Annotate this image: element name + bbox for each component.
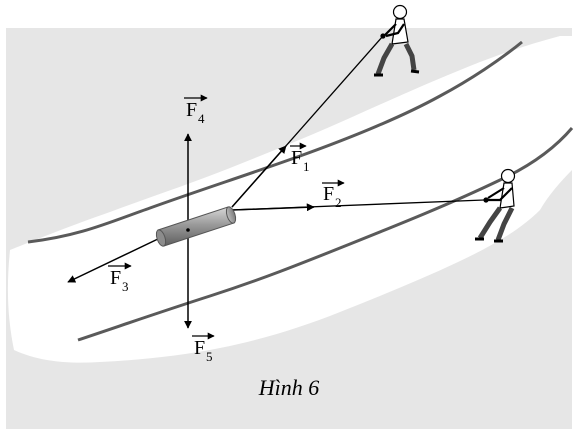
right-person-figure [475, 168, 516, 243]
label-f4-subscript: 4 [198, 111, 205, 126]
label-f3-letter: F [110, 267, 121, 289]
label-f3-subscript: 3 [122, 279, 129, 294]
lower-riverbank [77, 127, 574, 342]
log [155, 206, 237, 247]
label-f5-letter: F [194, 337, 205, 359]
label-f1: F 1 [290, 142, 310, 174]
upper-riverbank [27, 40, 523, 244]
label-f1-subscript: 1 [303, 159, 310, 174]
label-f2-subscript: 2 [335, 195, 342, 210]
figure-caption: Hình 6 [258, 375, 320, 400]
force-arrow-f1 [231, 145, 287, 208]
label-f4: F 4 [184, 94, 208, 126]
river-area [7, 36, 573, 363]
label-f2: F 2 [322, 179, 345, 210]
force-arrow-f3 [67, 237, 161, 283]
label-f2-letter: F [323, 183, 334, 205]
label-f1-letter: F [291, 147, 302, 169]
label-f3: F 3 [108, 262, 132, 294]
upper-person-figure [374, 4, 420, 77]
force-arrow-f2 [231, 203, 315, 212]
label-f4-letter: F [186, 99, 197, 121]
label-f5: F 5 [192, 332, 215, 364]
label-f5-subscript: 5 [206, 349, 213, 364]
